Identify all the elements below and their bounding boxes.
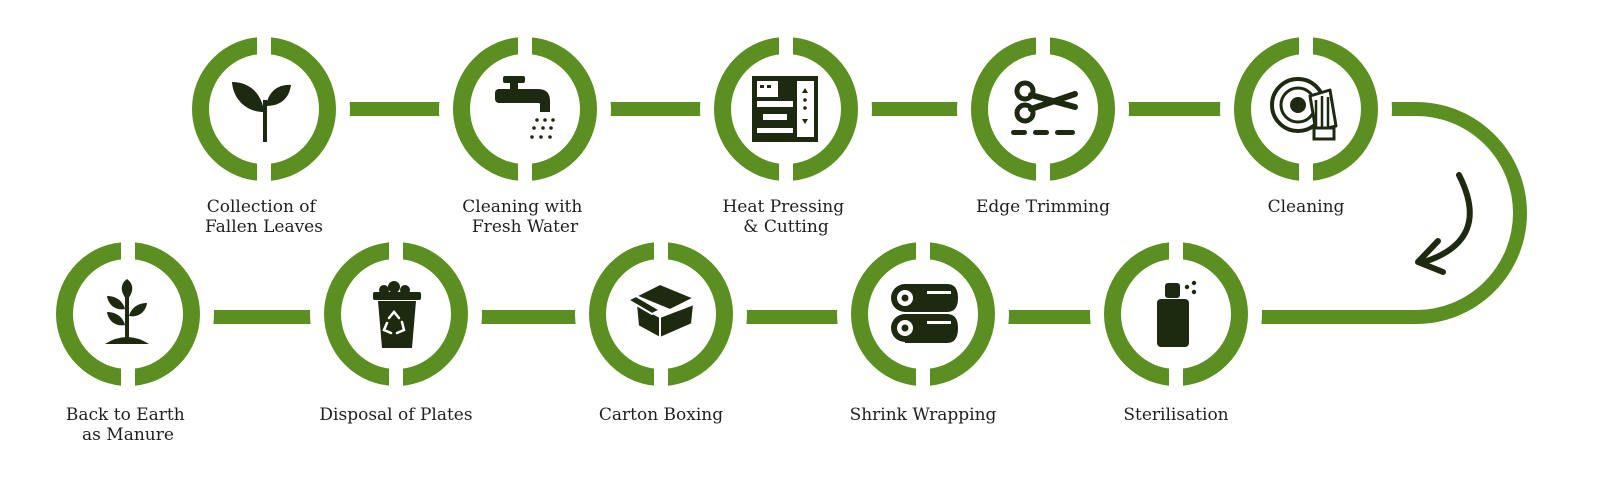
step-label-line-1: Cleaning (1268, 197, 1345, 217)
step-label: Carton Boxing (599, 405, 723, 425)
step-label-line-1: Carton Boxing (599, 405, 723, 425)
step-label-line-2: as Manure (82, 425, 174, 445)
step-label-line-2: Fallen Leaves (205, 217, 323, 237)
water-tap-icon (495, 76, 555, 139)
step-label-line-1: Sterilisation (1123, 405, 1228, 425)
step-ring (439, 23, 611, 195)
step-label: Heat Pressing & Cutting (722, 197, 849, 237)
shrink-roll-icon (891, 284, 958, 343)
step-6: Sterilisation (1090, 228, 1262, 425)
step-label-line-2: Fresh Water (472, 217, 579, 237)
step-label-line-1: Back to Earth (66, 405, 185, 425)
steps-group: Collection of Fallen Leaves Cleaning (42, 23, 1392, 445)
step-label-line-1: Cleaning with (462, 197, 582, 217)
step-7: Shrink Wrapping (837, 228, 1009, 425)
arrow-head (1415, 238, 1446, 275)
curved-arrow-icon (1415, 172, 1473, 275)
step-8: Carton Boxing (575, 228, 747, 425)
step-label: Collection of Fallen Leaves (205, 197, 323, 237)
step-4: Edge Trimming (957, 23, 1129, 217)
recycle-bin-icon (373, 281, 421, 348)
step-label-line-1: Collection of (207, 197, 318, 217)
step-2: Cleaning with Fresh Water (439, 23, 611, 237)
step-label: Disposal of Plates (319, 405, 472, 425)
plant-sprout-icon (105, 279, 149, 344)
step-ring (575, 228, 747, 400)
step-label-line-1: Shrink Wrapping (850, 405, 997, 425)
step-label: Sterilisation (1123, 405, 1228, 425)
plate-wipe-icon (1270, 77, 1338, 141)
step-label-line-1: Disposal of Plates (319, 405, 472, 425)
step-3: Heat Pressing & Cutting (700, 23, 872, 237)
step-label: Edge Trimming (976, 197, 1110, 217)
step-label: Shrink Wrapping (850, 405, 997, 425)
step-label: Cleaning with Fresh Water (462, 197, 587, 237)
arrow-shaft (1421, 172, 1473, 265)
step-ring (957, 23, 1129, 195)
turn-connector (1176, 102, 1527, 324)
step-label-line-1: Edge Trimming (976, 197, 1110, 217)
step-9: Disposal of Plates (310, 228, 482, 425)
step-label: Cleaning (1268, 197, 1345, 217)
spray-bottle-icon (1157, 280, 1197, 347)
press-machine-icon (752, 76, 818, 142)
step-5: Cleaning (1220, 23, 1392, 217)
step-1: Collection of Fallen Leaves (178, 23, 350, 237)
scissors-trim-icon (1011, 80, 1078, 135)
seedling-leaf-icon (232, 82, 291, 142)
step-label: Back to Earth as Manure (66, 405, 190, 445)
step-ring (1220, 23, 1392, 195)
step-10: Back to Earth as Manure (42, 228, 214, 445)
step-label-line-2: & Cutting (743, 217, 829, 237)
step-label-line-1: Heat Pressing (722, 197, 844, 217)
carton-box-icon (627, 283, 695, 339)
